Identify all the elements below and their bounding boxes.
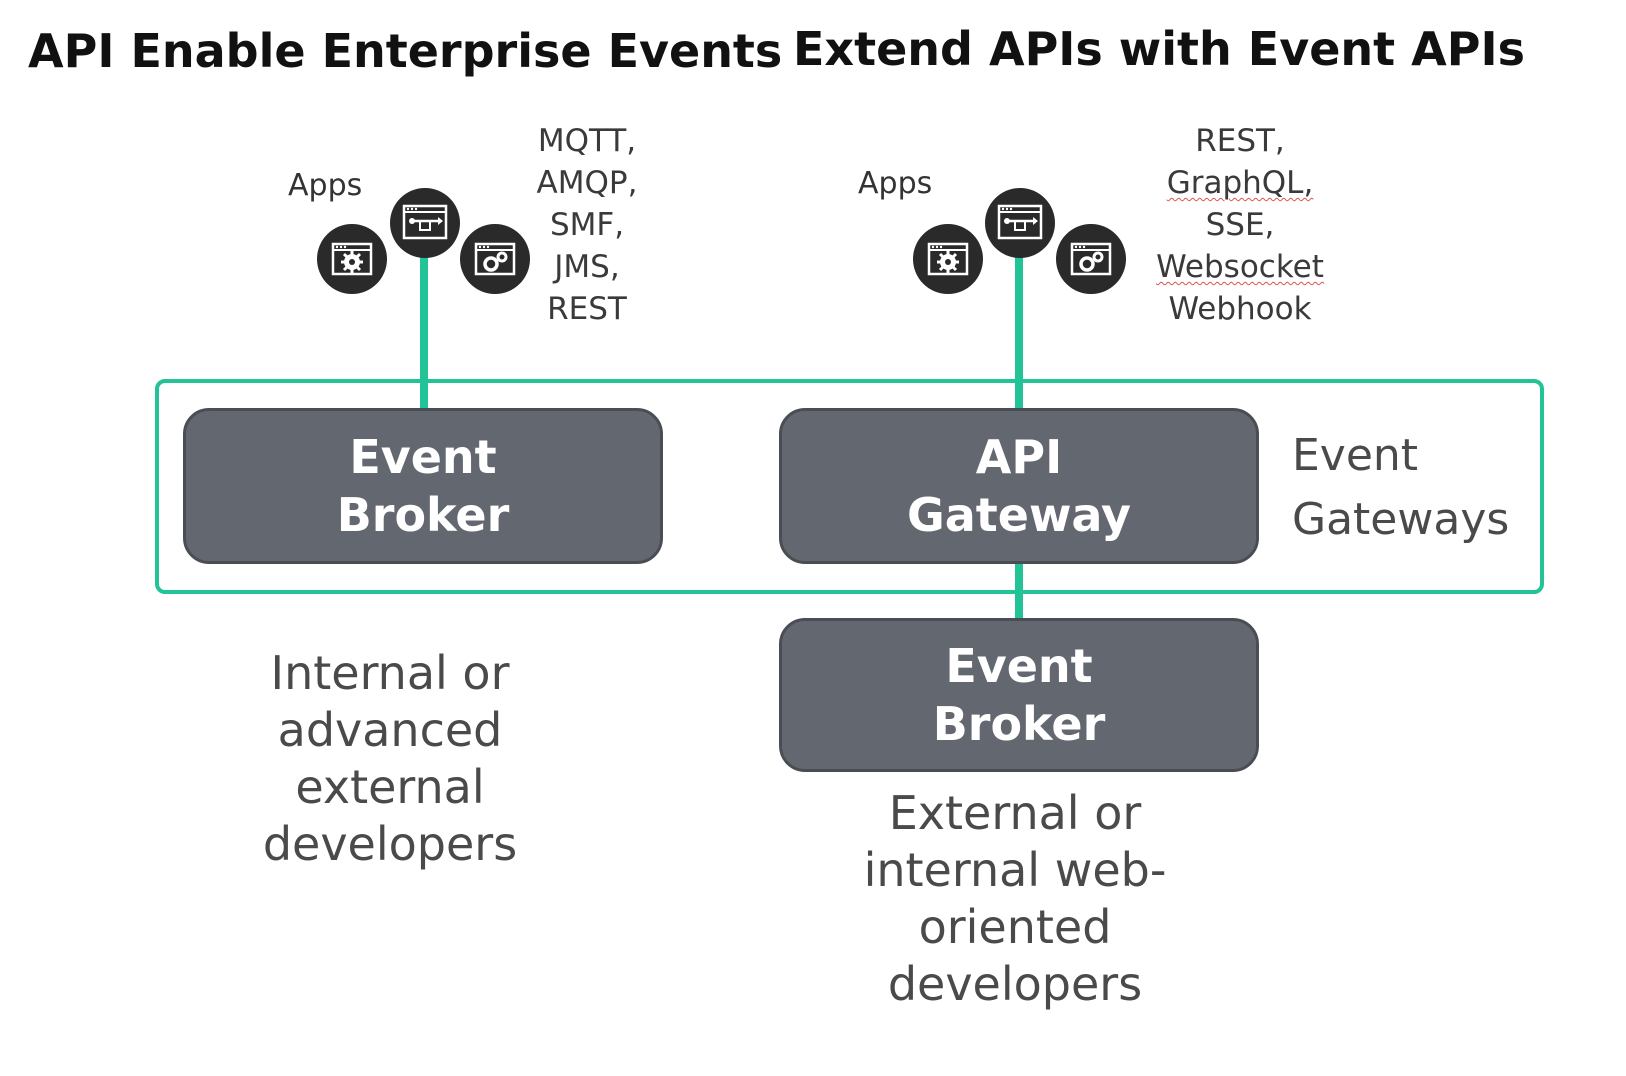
flow-app-icon bbox=[985, 188, 1055, 258]
description-line: External or bbox=[888, 786, 1142, 840]
right-event-broker-node: Event Broker bbox=[779, 618, 1259, 772]
node-label-line1: Event bbox=[945, 639, 1093, 693]
description-line: advanced bbox=[277, 703, 503, 757]
gears-app-icon bbox=[1056, 224, 1126, 294]
right-connector-line-top bbox=[1015, 255, 1023, 410]
protocol-item: SSE, bbox=[1205, 207, 1275, 243]
left-audience-description: Internal or advanced external developers bbox=[235, 645, 545, 873]
right-audience-description: External or internal web- oriented devel… bbox=[835, 785, 1195, 1013]
description-line: internal web- bbox=[863, 843, 1167, 897]
right-apps-label: Apps bbox=[858, 166, 933, 201]
event-gateways-label: Event Gateways bbox=[1292, 424, 1509, 552]
left-apps-label: Apps bbox=[288, 168, 363, 203]
node-label-line2: Gateway bbox=[906, 488, 1132, 542]
protocol-item: SMF, bbox=[549, 207, 625, 243]
protocol-item: GraphQL, bbox=[1166, 165, 1314, 201]
node-label-line2: Broker bbox=[336, 488, 510, 542]
node-label-line1: Event bbox=[349, 430, 497, 484]
right-title: Extend APIs with Event APIs bbox=[793, 22, 1525, 76]
protocol-item: Websocket bbox=[1156, 249, 1324, 285]
left-title: API Enable Enterprise Events bbox=[28, 24, 783, 78]
description-line: oriented bbox=[918, 900, 1112, 954]
right-protocol-list: REST, GraphQL, SSE, Websocket Webhook bbox=[1140, 120, 1340, 330]
gears-app-icon bbox=[460, 224, 530, 294]
description-line: Internal or bbox=[270, 646, 510, 700]
side-label-line2: Gateways bbox=[1292, 494, 1510, 545]
protocol-item: REST bbox=[547, 291, 627, 327]
gear-app-icon bbox=[317, 224, 387, 294]
protocol-item: MQTT, bbox=[537, 123, 637, 159]
left-connector-line bbox=[420, 255, 428, 410]
node-label-line1: API bbox=[975, 430, 1063, 484]
side-label-line1: Event bbox=[1292, 430, 1419, 481]
event-gateways-frame bbox=[155, 379, 1544, 594]
protocol-item: REST, bbox=[1195, 123, 1285, 159]
api-gateway-node: API Gateway bbox=[779, 408, 1259, 564]
protocol-item: Webhook bbox=[1168, 291, 1312, 327]
description-line: developers bbox=[887, 957, 1143, 1011]
protocol-item: JMS, bbox=[554, 249, 620, 285]
left-protocol-list: MQTT, AMQP, SMF, JMS, REST bbox=[512, 120, 662, 330]
flow-app-icon bbox=[390, 188, 460, 258]
description-line: external bbox=[295, 760, 485, 814]
description-line: developers bbox=[262, 817, 518, 871]
gear-app-icon bbox=[913, 224, 983, 294]
protocol-item: AMQP, bbox=[536, 165, 638, 201]
left-event-broker-node: Event Broker bbox=[183, 408, 663, 564]
right-connector-line-bottom bbox=[1015, 560, 1023, 622]
node-label-line2: Broker bbox=[932, 697, 1106, 751]
